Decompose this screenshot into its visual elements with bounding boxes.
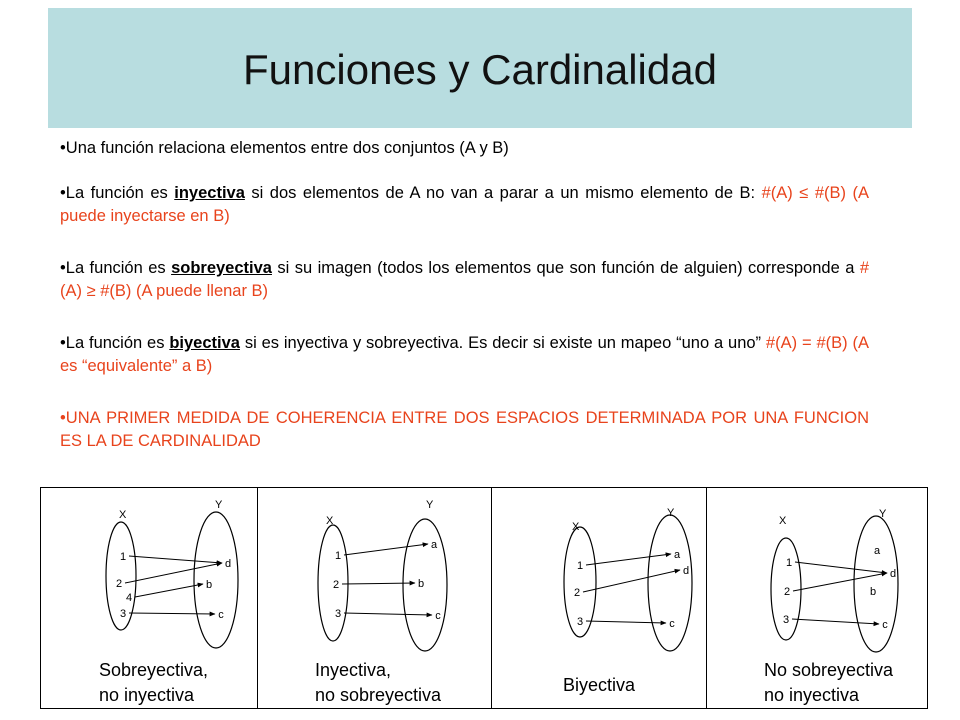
diagram-caption: Inyectiva, no sobreyectiva (315, 658, 441, 708)
domain-element: 3 (335, 608, 341, 620)
bullet-text: La función es (65, 259, 172, 277)
mapping-diagram: X Y 1 243 d b c (105, 499, 239, 649)
maps-to-arrow (343, 542, 429, 556)
maps-to-arrow (124, 561, 223, 584)
mapping-diagram: X Y 1 2 3 a b c (317, 499, 448, 652)
bullet-text: La función es (65, 184, 175, 202)
set-label-x: X (779, 515, 787, 527)
cardinality-relation: #(A) ≤ #(B) (A puede inyectarse en B) (60, 184, 869, 225)
caption-line-1: Biyectiva (563, 675, 636, 695)
maps-to-arrow (582, 568, 681, 593)
bullet-text: UNA PRIMER MEDIDA DE COHERENCIA ENTRE DO… (60, 409, 869, 450)
set-label-y: Y (426, 499, 434, 511)
maps-to-arrow (794, 561, 888, 575)
caption-line-2: no inyectiva (99, 685, 195, 705)
set-label-x: X (119, 509, 127, 521)
caption-line-2: no sobreyectiva (315, 685, 442, 705)
term-surjective: sobreyectiva (171, 259, 272, 277)
cardinality-relation: #(A) = #(B) (A es “equivalente” a B) (60, 334, 869, 375)
bullet-coherence: UNA PRIMER MEDIDA DE COHERENCIA ENTRE DO… (60, 407, 869, 453)
domain-set-ellipse (105, 521, 137, 631)
set-label-y: Y (215, 499, 223, 511)
maps-to-arrow (792, 571, 888, 592)
caption-line-1: Inyectiva, (315, 660, 392, 680)
domain-element: 4 (126, 592, 132, 604)
diagram-caption: Biyectiva (563, 673, 635, 698)
set-label-y: Y (667, 507, 675, 519)
bullet-text: si dos elementos de A no van a parar a u… (244, 184, 762, 202)
domain-element: 2 (574, 587, 580, 599)
bullet-text: si su imagen (todos los elementos que so… (271, 259, 860, 277)
diagram-caption: Sobreyectiva, no inyectiva (99, 658, 208, 708)
codomain-set-ellipse (193, 511, 239, 649)
codomain-element: c (669, 618, 675, 630)
cardinality-relation: #(A) ≥ #(B) (A puede llenar B) (60, 259, 869, 300)
set-label-y: Y (879, 508, 887, 520)
title-bar: Funciones y Cardinalidad (48, 8, 912, 128)
bullet-list: Una función relaciona elementos entre do… (60, 137, 869, 482)
maps-to-arrow (134, 582, 204, 598)
codomain-set-ellipse (853, 515, 899, 653)
bullet-text: Una función relaciona elementos entre do… (65, 139, 509, 157)
maps-to-arrow (585, 552, 672, 566)
domain-element: 2 (116, 578, 122, 590)
mapping-diagram: X Y 1 2 3 ad b c (770, 508, 899, 653)
bullet-surjective: La función es sobreyectiva si su imagen … (60, 257, 869, 303)
codomain-set-ellipse (647, 514, 693, 652)
mapping-diagram: X Y 1 2 3 ad c (563, 507, 693, 652)
domain-element: 1 (120, 551, 126, 563)
bullet-injective: La función es inyectiva si dos elementos… (60, 182, 869, 228)
maps-to-arrow (128, 611, 216, 617)
domain-element: 1 (577, 560, 583, 572)
domain-element: 2 (333, 579, 339, 591)
maps-to-arrow (791, 618, 880, 627)
codomain-element: c (218, 609, 224, 621)
codomain-element: d (683, 565, 689, 577)
page-title: Funciones y Cardinalidad (243, 46, 717, 93)
domain-set-ellipse (563, 526, 597, 638)
codomain-element: c (882, 619, 888, 631)
set-label-x: X (326, 515, 334, 527)
bullet-text: si es inyectiva y sobreyectiva. Es decir… (239, 334, 766, 352)
diagram-caption: No sobreyectiva no inyectiva (764, 658, 893, 708)
codomain-element: c (435, 610, 441, 622)
bullet-text: La función es (65, 334, 170, 352)
codomain-element: a (674, 549, 681, 561)
codomain-element: d (225, 558, 231, 570)
codomain-element: b (870, 586, 876, 598)
set-label-x: X (572, 521, 580, 533)
domain-set-ellipse (317, 524, 349, 642)
domain-element: 1 (335, 550, 341, 562)
domain-element: 3 (783, 614, 789, 626)
codomain-set-ellipse (402, 518, 448, 652)
codomain-element: d (890, 568, 896, 580)
maps-to-arrow (128, 555, 223, 565)
maps-to-arrow (585, 620, 667, 626)
domain-element: 1 (786, 557, 792, 569)
caption-line-2: no inyectiva (764, 685, 860, 705)
caption-line-1: No sobreyectiva (764, 660, 894, 680)
maps-to-arrow (341, 580, 416, 586)
maps-to-arrow (343, 612, 433, 618)
caption-line-1: Sobreyectiva, (99, 660, 209, 680)
domain-element: 3 (577, 616, 583, 628)
codomain-element: b (418, 578, 424, 590)
codomain-element: b (206, 579, 212, 591)
bullet-function-definition: Una función relaciona elementos entre do… (60, 137, 869, 160)
term-injective: inyectiva (174, 184, 245, 202)
term-bijective: biyectiva (169, 334, 240, 352)
bullet-bijective: La función es biyectiva si es inyectiva … (60, 332, 869, 378)
codomain-element: a (431, 539, 438, 551)
codomain-element: a (874, 545, 881, 557)
domain-element: 2 (784, 586, 790, 598)
domain-element: 3 (120, 608, 126, 620)
